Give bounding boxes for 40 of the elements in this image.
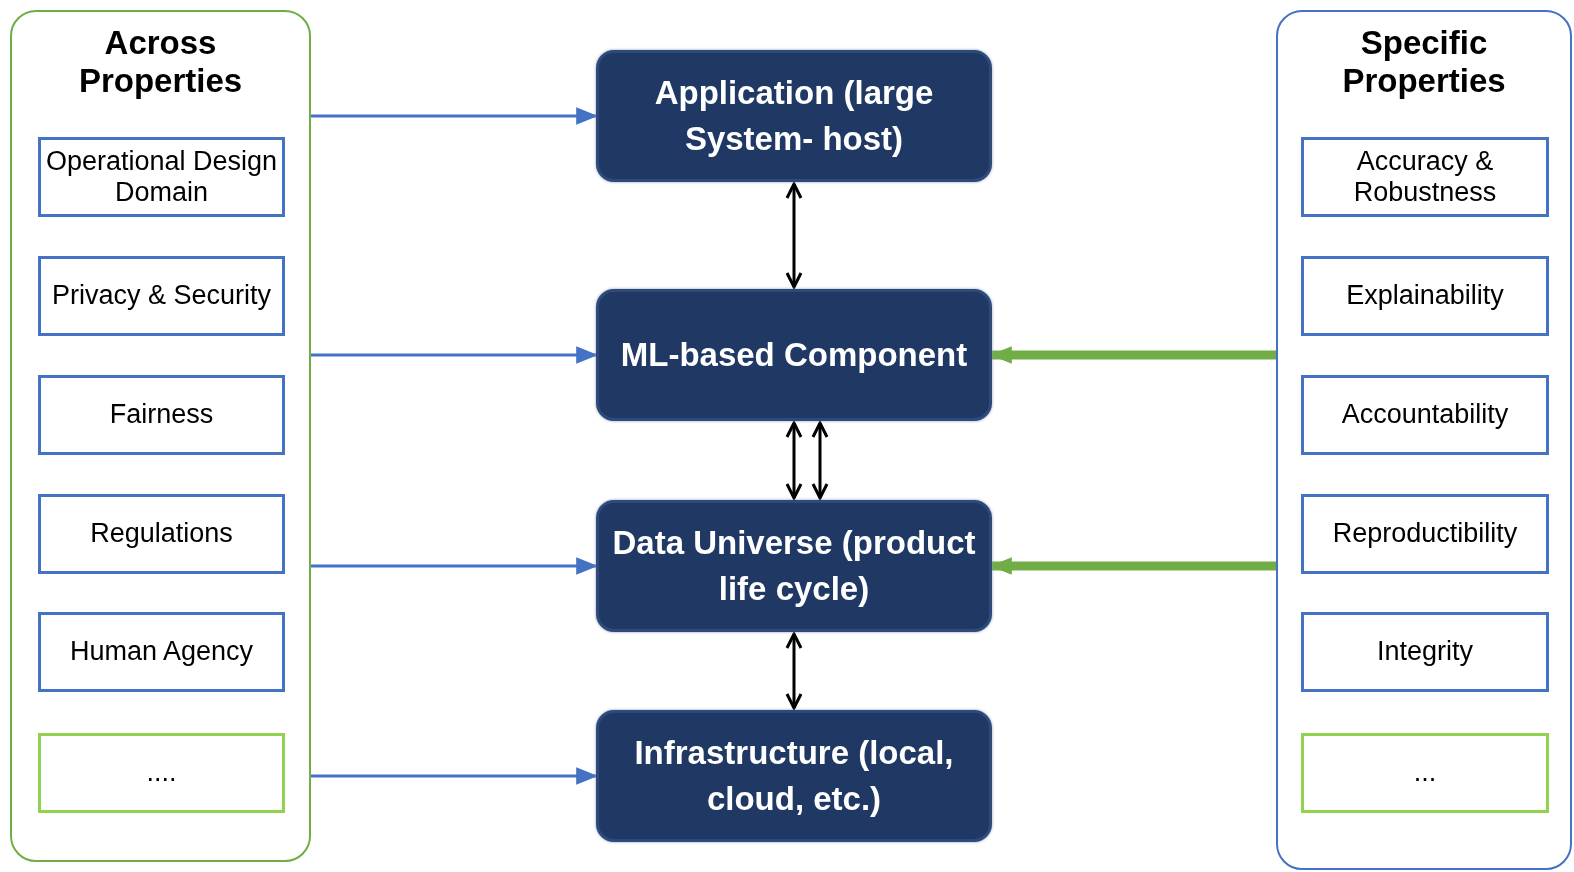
process-box — [596, 50, 992, 182]
box-label: .... — [146, 757, 177, 789]
property-box — [1301, 733, 1549, 813]
property-box — [1301, 375, 1549, 455]
property-box — [38, 494, 285, 574]
box-label: Integrity — [1376, 636, 1473, 668]
process-box — [596, 500, 992, 632]
box-label: Regulations — [90, 518, 233, 550]
box-label: Privacy & Security — [51, 280, 272, 312]
arrow — [785, 632, 803, 710]
property-box — [1301, 137, 1549, 217]
process-box — [596, 710, 992, 842]
properties-panel — [1276, 10, 1572, 870]
property-box — [1301, 612, 1549, 692]
box-label: Application (large System- host) — [653, 72, 935, 159]
property-box — [38, 733, 285, 813]
arrow — [785, 182, 803, 289]
box-label: ... — [1413, 757, 1437, 789]
box-label: Reproductibility — [1332, 518, 1518, 550]
box-label: Data Universe (product life cycle) — [611, 522, 977, 609]
box-label: Human Agency — [69, 636, 254, 668]
box-label: Accuracy & Robustness — [1352, 145, 1498, 209]
arrow — [785, 421, 803, 500]
property-box — [1301, 256, 1549, 336]
box-label: Fairness — [109, 399, 214, 431]
property-box — [1301, 494, 1549, 574]
property-box — [38, 256, 285, 336]
box-label: Accountability — [1341, 399, 1509, 431]
property-box — [38, 612, 285, 692]
property-box — [38, 137, 285, 217]
panel-heading: Specific Properties — [1341, 24, 1507, 100]
panel-heading: Across Properties — [77, 24, 244, 100]
property-box — [38, 375, 285, 455]
box-label: Operational Design Domain — [44, 145, 279, 209]
arrow — [811, 421, 829, 500]
properties-panel — [10, 10, 311, 862]
process-box — [596, 289, 992, 421]
box-label: ML-based Component — [620, 334, 968, 375]
box-label: Infrastructure (local, cloud, etc.) — [633, 732, 955, 819]
box-label: Explainability — [1346, 280, 1504, 312]
